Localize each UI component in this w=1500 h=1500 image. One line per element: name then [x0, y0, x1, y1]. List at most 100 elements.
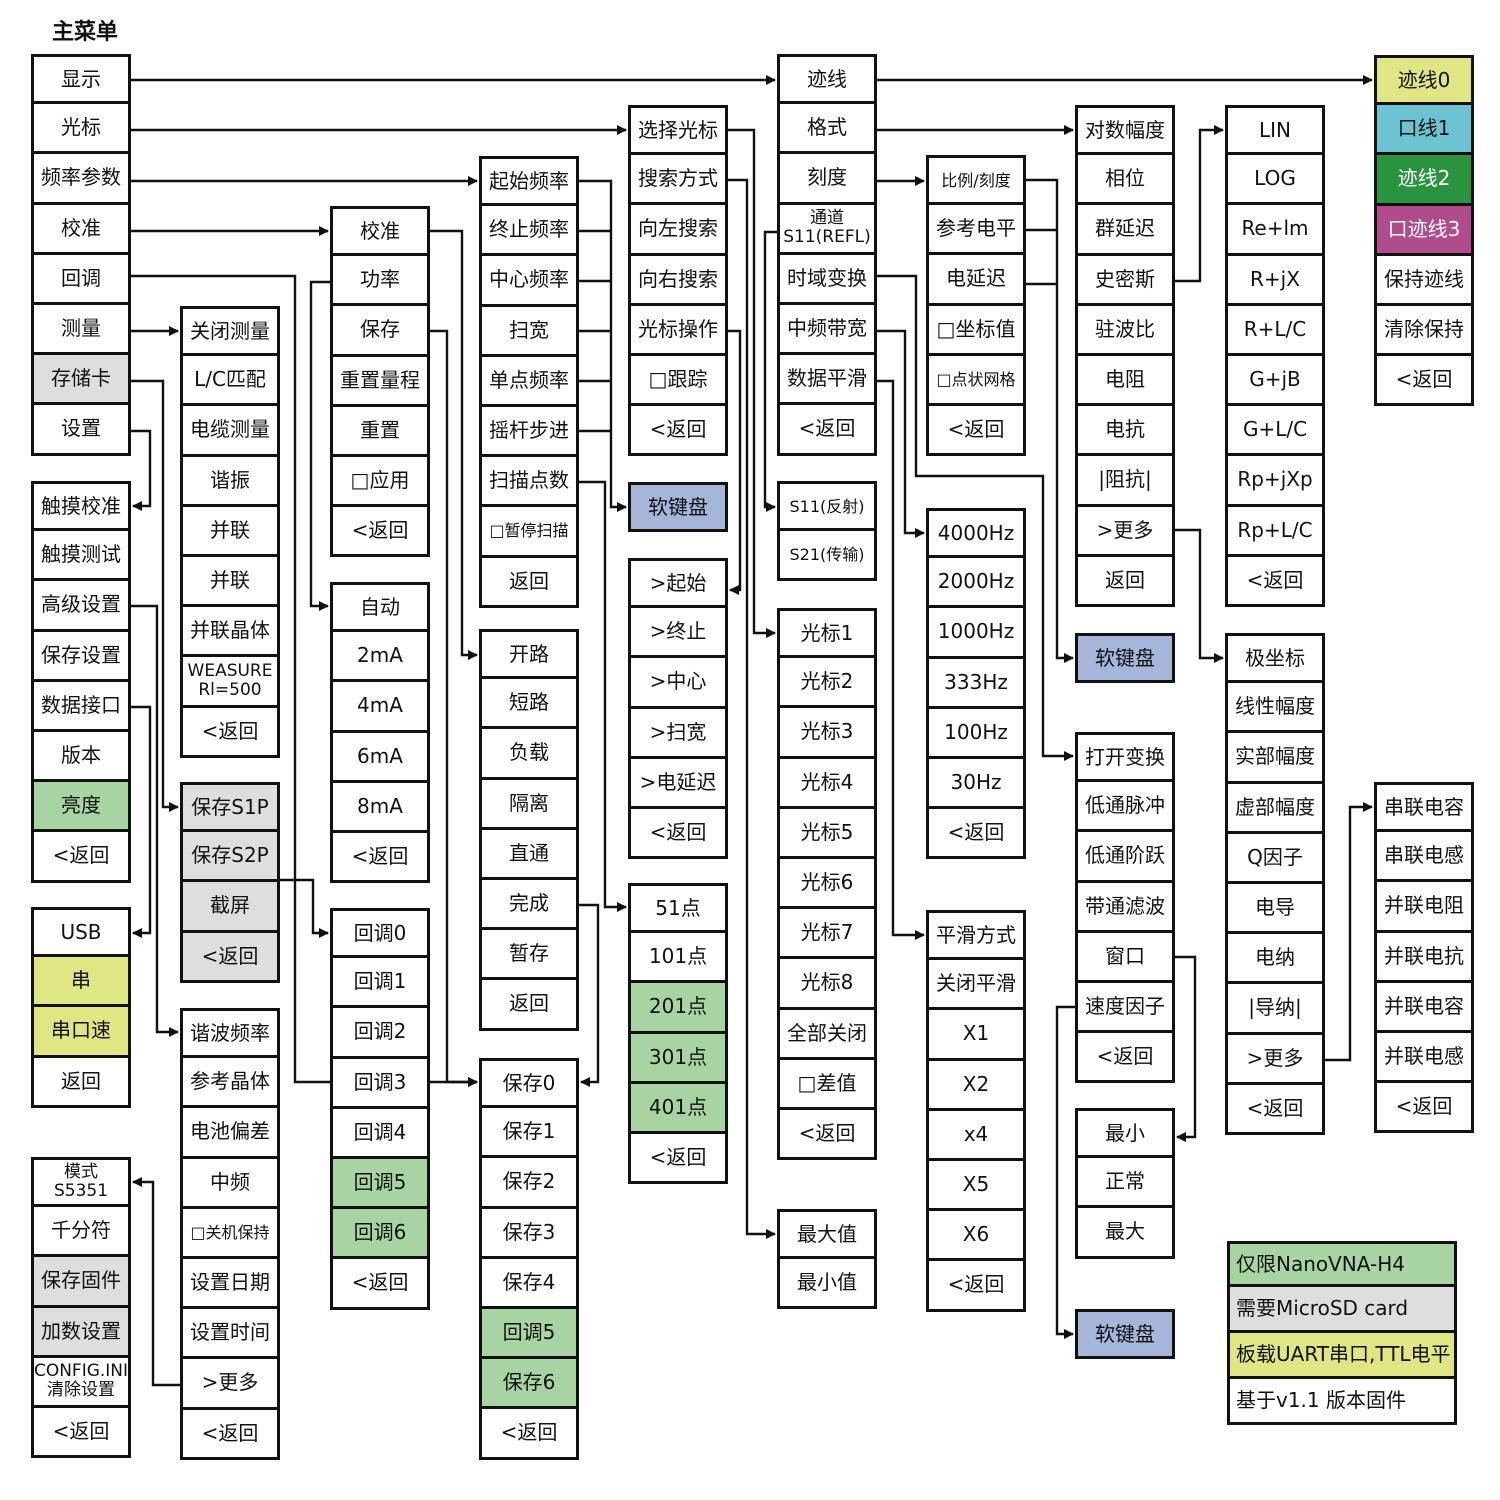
menu-item-smooth[interactable]: X1 [926, 1010, 1026, 1061]
menu-item-advanced[interactable]: 保存固件 [31, 1257, 131, 1308]
menu-item-window[interactable]: 正常 [1075, 1158, 1175, 1209]
menu-item-markers[interactable]: 光标8 [777, 959, 877, 1010]
menu-item-marker[interactable]: 向左搜索 [628, 205, 728, 256]
menu-item-format_more[interactable]: 极坐标 [1225, 633, 1325, 684]
menu-item-adv_more[interactable]: >更多 [180, 1359, 280, 1410]
menu-item-calkit[interactable]: 隔离 [479, 779, 579, 830]
menu-item-markers[interactable]: 光标4 [777, 758, 877, 809]
menu-item-points[interactable]: 301点 [628, 1033, 728, 1084]
menu-item-settings[interactable]: 保存设置 [31, 631, 131, 682]
menu-item-marker[interactable]: 搜索方式 [628, 155, 728, 206]
menu-item-sdcard[interactable]: 保存S1P [180, 782, 280, 833]
menu-item-settings[interactable]: 高级设置 [31, 581, 131, 632]
menu-item-format_more[interactable]: 电导 [1225, 883, 1325, 935]
menu-item-markerops[interactable]: >中心 [628, 658, 728, 709]
menu-item-marker[interactable]: <返回 [628, 406, 728, 457]
menu-item-markerops[interactable]: >电延迟 [628, 758, 728, 809]
menu-item-ifbw[interactable]: 100Hz [926, 708, 1026, 759]
menu-item-calkit[interactable]: 负载 [479, 729, 579, 780]
menu-item-smooth[interactable]: X2 [926, 1060, 1026, 1111]
menu-item-adv_more[interactable]: 电池偏差 [180, 1108, 280, 1159]
menu-item-smith[interactable]: LOG [1225, 155, 1325, 206]
menu-item-save[interactable]: 保存2 [479, 1158, 579, 1209]
menu-item-calib[interactable]: <返回 [330, 507, 430, 558]
menu-item-points[interactable]: 401点 [628, 1083, 728, 1134]
menu-item-sdcard[interactable]: 保存S2P [180, 832, 280, 883]
menu-item-measure[interactable]: L/C匹配 [180, 356, 280, 407]
menu-item-searchmode[interactable]: 最大值 [777, 1209, 877, 1260]
menu-item-transform[interactable]: 低通脉冲 [1075, 782, 1175, 833]
menu-item-format[interactable]: 驻波比 [1075, 305, 1175, 356]
menu-item-calkit[interactable]: 返回 [479, 980, 579, 1031]
menu-item-display[interactable]: 迹线 [777, 54, 877, 105]
menu-item-transform[interactable]: 低通阶跃 [1075, 832, 1175, 883]
menu-item-markerops[interactable]: >起始 [628, 558, 728, 609]
menu-item-display[interactable]: <返回 [777, 405, 877, 456]
menu-item-trace[interactable]: 口线1 [1374, 105, 1474, 156]
menu-item-format[interactable]: 返回 [1075, 556, 1175, 607]
menu-item-calkit[interactable]: 暂存 [479, 930, 579, 981]
menu-item-power[interactable]: 6mA [330, 732, 430, 783]
menu-item-recall[interactable]: 回调0 [330, 908, 430, 959]
menu-item-format_more2[interactable]: 并联电容 [1374, 982, 1474, 1033]
menu-item-freq[interactable]: 终止频率 [479, 206, 579, 257]
menu-item-measure[interactable]: 并联晶体 [180, 607, 280, 658]
menu-item-searchmode[interactable]: 最小值 [777, 1259, 877, 1310]
menu-item-markers[interactable]: 光标6 [777, 858, 877, 910]
menu-item-trace[interactable]: 迹线0 [1374, 55, 1474, 106]
menu-item-markers[interactable]: 光标7 [777, 909, 877, 960]
menu-item-settings[interactable]: 亮度 [31, 782, 131, 833]
menu-item-calib[interactable]: 重置量程 [330, 356, 430, 407]
menu-item-format_more[interactable]: |导纳| [1225, 984, 1325, 1035]
menu-item-ifbw[interactable]: 1000Hz [926, 608, 1026, 659]
menu-item-ifbw[interactable]: 2000Hz [926, 558, 1026, 609]
menu-item-smooth[interactable]: x4 [926, 1110, 1026, 1161]
menu-item-power[interactable]: 8mA [330, 782, 430, 833]
menu-item-freq[interactable]: 单点频率 [479, 356, 579, 407]
menu-item-adv_more[interactable]: 设置日期 [180, 1258, 280, 1310]
menu-item-ifbw[interactable]: 333Hz [926, 658, 1026, 709]
menu-item-scale[interactable]: □坐标值 [926, 305, 1026, 356]
menu-item-transform[interactable]: 打开变换 [1075, 732, 1175, 783]
menu-item-interface[interactable]: 返回 [31, 1057, 131, 1108]
menu-item-display[interactable]: 刻度 [777, 154, 877, 205]
menu-item-points[interactable]: 101点 [628, 933, 728, 984]
menu-item-main[interactable]: 存储卡 [31, 355, 131, 406]
menu-item-sdcard[interactable]: <返回 [180, 932, 280, 983]
menu-item-freq[interactable]: 扫宽 [479, 306, 579, 357]
menu-item-markerops[interactable]: >扫宽 [628, 708, 728, 759]
menu-item-format_more[interactable]: <返回 [1225, 1084, 1325, 1135]
menu-item-advanced[interactable]: <返回 [31, 1407, 131, 1459]
menu-item-kbd3[interactable]: 软键盘 [1075, 1309, 1175, 1360]
menu-item-format[interactable]: 相位 [1075, 155, 1175, 206]
menu-item-transform[interactable]: 窗口 [1075, 932, 1175, 983]
menu-item-format[interactable]: 对数幅度 [1075, 105, 1175, 156]
menu-item-smooth[interactable]: 平滑方式 [926, 910, 1026, 961]
menu-item-measure[interactable]: <返回 [180, 707, 280, 758]
menu-item-freq[interactable]: □暂停扫描 [479, 507, 579, 558]
menu-item-calib[interactable]: 校准 [330, 206, 430, 257]
menu-item-recall[interactable]: 回调2 [330, 1008, 430, 1059]
menu-item-main[interactable]: 显示 [31, 54, 131, 105]
menu-item-freq[interactable]: 起始频率 [479, 156, 579, 207]
menu-item-save[interactable]: 回调5 [479, 1308, 579, 1360]
menu-item-scale[interactable]: 参考电平 [926, 205, 1026, 256]
menu-item-marker[interactable]: 光标操作 [628, 305, 728, 356]
menu-item-smith[interactable]: <返回 [1225, 556, 1325, 607]
menu-item-measure[interactable]: 谐振 [180, 456, 280, 507]
menu-item-format_more2[interactable]: 并联电感 [1374, 1032, 1474, 1084]
menu-item-smith[interactable]: G+L/C [1225, 406, 1325, 457]
menu-item-adv_more[interactable]: 谐波频率 [180, 1008, 280, 1059]
menu-item-smooth[interactable]: 关闭平滑 [926, 960, 1026, 1011]
menu-item-format_more2[interactable]: 串联电容 [1374, 782, 1474, 833]
menu-item-adv_more[interactable]: 中频 [180, 1158, 280, 1209]
menu-item-calkit[interactable]: 完成 [479, 879, 579, 931]
menu-item-recall[interactable]: 回调6 [330, 1209, 430, 1260]
menu-item-markers[interactable]: 全部关闭 [777, 1009, 877, 1060]
menu-item-format_more2[interactable]: 并联电抗 [1374, 932, 1474, 983]
menu-item-format_more[interactable]: Q因子 [1225, 833, 1325, 884]
menu-item-save[interactable]: 保存3 [479, 1208, 579, 1259]
menu-item-recall[interactable]: <返回 [330, 1259, 430, 1310]
